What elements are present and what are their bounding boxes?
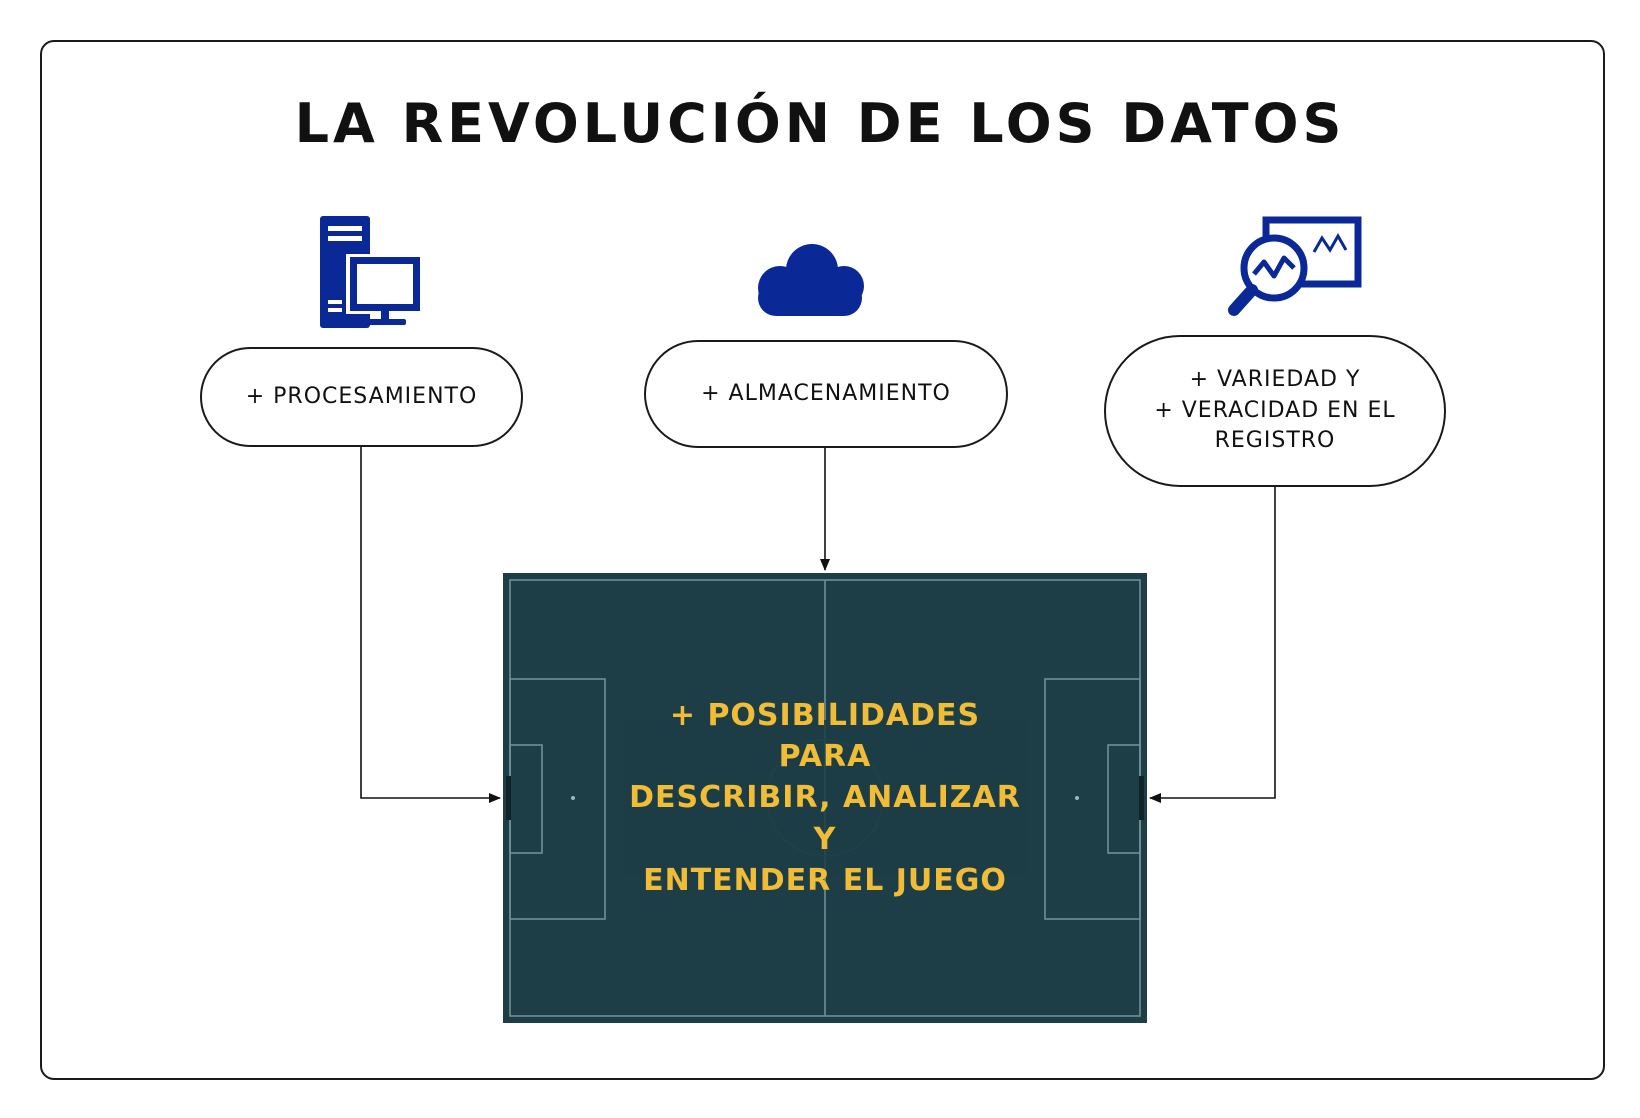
node-procesamiento: + PROCESAMIENTO bbox=[200, 347, 523, 447]
node-almacenamiento: + ALMACENAMIENTO bbox=[644, 340, 1008, 448]
computer-tower-icon bbox=[320, 216, 422, 328]
target-label: + POSIBILIDADES PARA DESCRIBIR, ANALIZAR… bbox=[623, 698, 1027, 898]
node-variedad-veracidad: + VARIEDAD Y + VERACIDAD EN EL REGISTRO bbox=[1104, 335, 1446, 487]
edge-variedad bbox=[1149, 487, 1276, 803]
football-pitch: + POSIBILIDADES PARA DESCRIBIR, ANALIZAR… bbox=[503, 573, 1147, 1023]
edge-procesamiento bbox=[360, 447, 501, 803]
cloud-icon bbox=[758, 244, 864, 316]
analytics-magnifier-icon bbox=[1228, 216, 1362, 316]
diagram-title: LA REVOLUCIÓN DE LOS DATOS bbox=[294, 92, 1346, 155]
